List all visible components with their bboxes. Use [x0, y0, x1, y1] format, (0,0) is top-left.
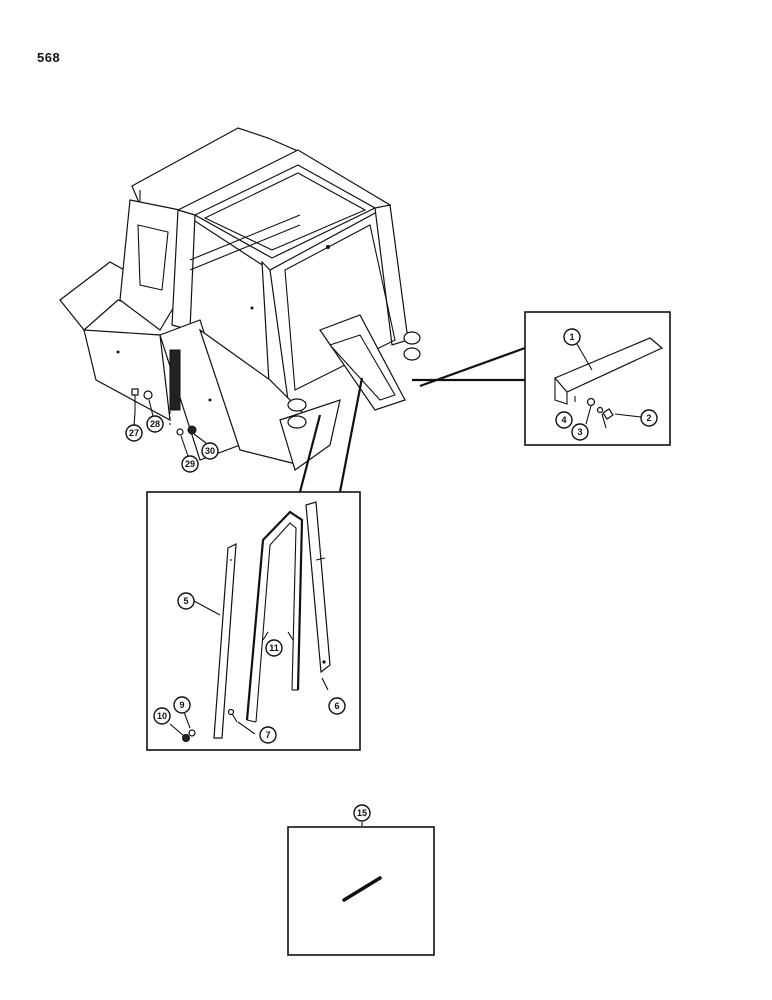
callout-15-label: 15	[357, 808, 367, 818]
callout-29: 29	[181, 455, 199, 473]
callout-6-label: 6	[334, 701, 339, 711]
callout-27-label: 27	[129, 428, 139, 438]
callout-10: 10	[153, 707, 171, 725]
callout-7-label: 7	[265, 730, 270, 740]
detail-box-part-15	[287, 822, 435, 956]
callout-7: 7	[259, 726, 277, 744]
leader-lines	[298, 346, 526, 493]
callout-29-label: 29	[185, 459, 195, 469]
callout-3: 3	[571, 423, 589, 441]
callout-4: 4	[555, 411, 573, 429]
callout-11-left: 11	[265, 639, 283, 657]
lower-hardware	[131, 388, 197, 436]
callout-11-left-label: 11	[269, 643, 279, 653]
callout-30: 30	[201, 442, 219, 460]
callout-2-label: 2	[646, 413, 651, 423]
callout-15: 15	[353, 804, 371, 822]
callout-4-label: 4	[561, 415, 566, 425]
callout-30-label: 30	[205, 446, 215, 456]
callout-9-label: 9	[179, 700, 184, 710]
callout-5-label: 5	[183, 596, 188, 606]
callout-27: 27	[125, 424, 143, 442]
callout-28-label: 28	[150, 419, 160, 429]
callout-5: 5	[177, 592, 195, 610]
callout-2: 2	[640, 409, 658, 427]
callout-1-label: 1	[569, 332, 574, 342]
callout-28: 28	[146, 415, 164, 433]
callout-9: 9	[173, 696, 191, 714]
callout-6: 6	[328, 697, 346, 715]
callout-3-label: 3	[577, 427, 582, 437]
cab-assembly	[59, 127, 421, 471]
page-number: 568	[37, 50, 61, 65]
callout-1: 1	[563, 328, 581, 346]
callout-10-label: 10	[157, 711, 167, 721]
hardware-leaders	[133, 399, 207, 457]
